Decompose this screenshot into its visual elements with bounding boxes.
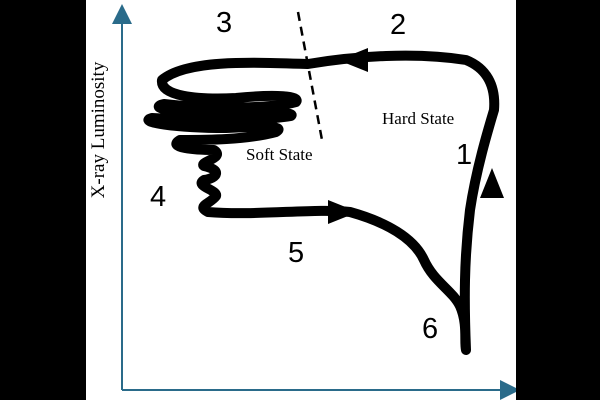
y-axis-label: X-ray Luminosity	[88, 61, 109, 198]
arrow-rightward	[328, 200, 358, 224]
stage-number-5: 5	[288, 237, 304, 269]
soft-state-label: Soft State	[246, 145, 313, 164]
arrow-upward	[480, 168, 504, 198]
state-divider-dashed	[296, 11, 324, 141]
stage-number-3: 3	[216, 7, 232, 39]
hysteresis-track	[143, 50, 500, 355]
hard-state-label: Hard State	[382, 109, 454, 128]
diagram-svg: 1 2 3 4 5 6 Hard State Soft State X-ray …	[88, 4, 516, 400]
stage-number-4: 4	[150, 181, 166, 213]
hysteresis-diagram: 1 2 3 4 5 6 Hard State Soft State X-ray …	[86, 0, 516, 400]
stage-number-2: 2	[390, 9, 406, 41]
stage-number-6: 6	[422, 313, 438, 345]
arrow-leftward	[338, 48, 368, 72]
stage-number-1: 1	[456, 139, 472, 171]
